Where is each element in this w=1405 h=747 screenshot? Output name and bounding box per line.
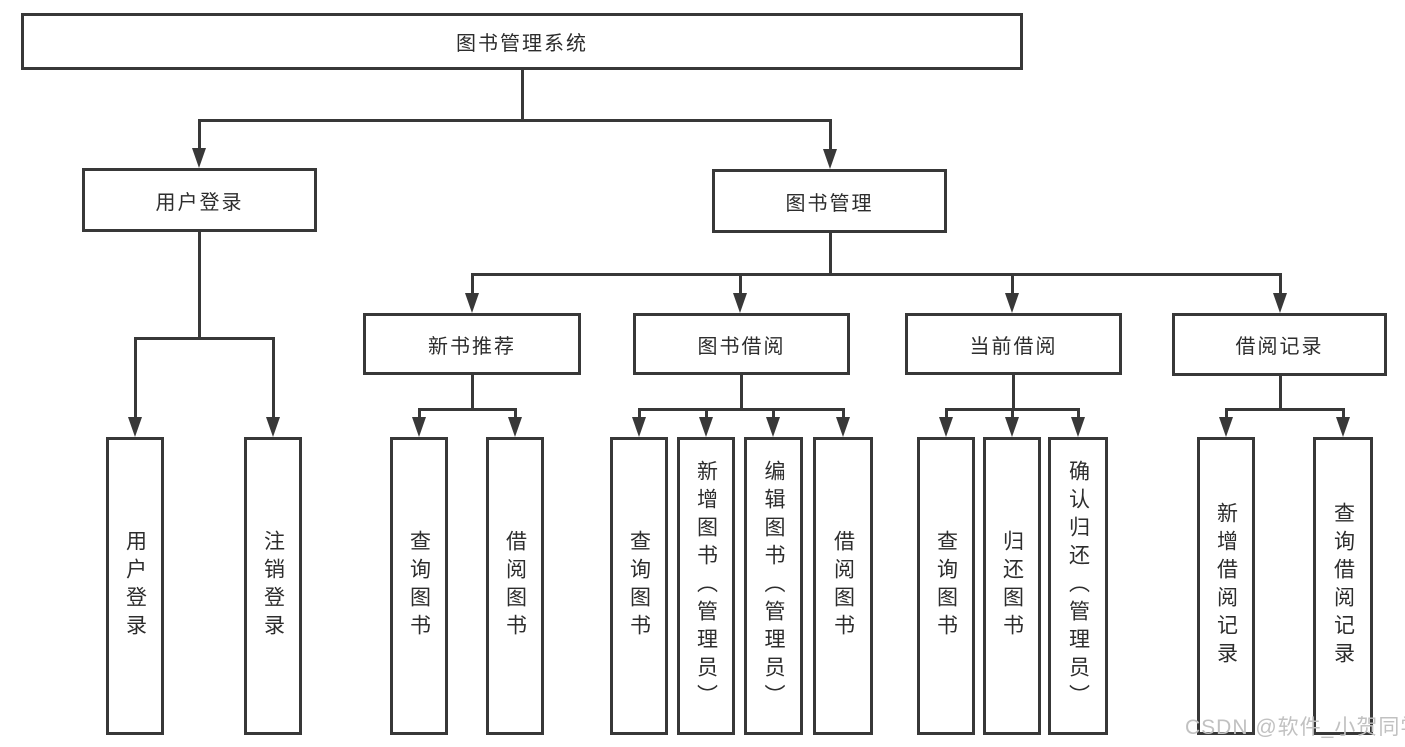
node-label: 当前借阅 — [969, 335, 1058, 358]
connector-line — [1279, 375, 1282, 408]
node-current-borrowing: 当前借阅 — [905, 313, 1122, 375]
arrow-down-icon — [1336, 417, 1350, 437]
leaf-confirm-return-admin: 确认归还（管理员） — [1048, 437, 1108, 735]
connector-line — [134, 337, 275, 340]
arrow-down-icon — [733, 293, 747, 313]
arrow-down-icon — [823, 149, 837, 169]
leaf-label: 查询图书 — [934, 530, 958, 642]
connector-line — [638, 408, 641, 418]
connector-line — [945, 408, 948, 418]
connector-line — [198, 232, 201, 337]
arrow-down-icon — [632, 417, 646, 437]
arrow-down-icon — [766, 417, 780, 437]
leaf-label: 注销登录 — [261, 530, 285, 642]
arrow-down-icon — [508, 417, 522, 437]
leaf-label: 用户登录 — [123, 530, 147, 642]
connector-line — [1011, 408, 1014, 418]
node-label: 图书借阅 — [697, 335, 786, 358]
connector-line — [418, 408, 517, 411]
arrow-down-icon — [836, 417, 850, 437]
connector-line — [842, 408, 845, 418]
connector-line — [1279, 273, 1282, 293]
leaf-label: 查询借阅记录 — [1331, 502, 1355, 670]
connector-line — [829, 119, 832, 150]
node-new-book-recommend: 新书推荐 — [363, 313, 581, 375]
leaf-borrow-books: 借阅图书 — [813, 437, 873, 735]
arrow-down-icon — [128, 417, 142, 437]
node-borrow-records: 借阅记录 — [1172, 313, 1387, 376]
node-book-borrowing: 图书借阅 — [633, 313, 850, 375]
node-user-login: 用户登录 — [82, 168, 317, 232]
leaf-label: 编辑图书（管理员） — [762, 460, 785, 712]
connector-line — [471, 273, 1282, 276]
leaf-query-borrow-record: 查询借阅记录 — [1313, 437, 1373, 735]
connector-line — [198, 119, 201, 150]
connector-line — [418, 408, 421, 418]
leaf-label: 借阅图书 — [831, 530, 855, 642]
connector-line — [1077, 408, 1080, 418]
connector-line — [1225, 408, 1345, 411]
connector-line — [638, 408, 845, 411]
connector-line — [739, 273, 742, 293]
connector-line — [740, 375, 743, 408]
node-label: 用户登录 — [155, 191, 244, 214]
arrow-down-icon — [939, 417, 953, 437]
leaf-query-books-recommend: 查询图书 — [390, 437, 448, 735]
arrow-down-icon — [1219, 417, 1233, 437]
connector-line — [198, 119, 832, 122]
arrow-down-icon — [699, 417, 713, 437]
leaf-user-login: 用户登录 — [106, 437, 164, 735]
watermark: CSDN @软件_小贺同学 — [1185, 716, 1405, 739]
node-label: 借阅记录 — [1235, 336, 1324, 358]
leaf-query-books-current: 查询图书 — [917, 437, 975, 735]
leaf-label: 查询图书 — [407, 530, 431, 642]
arrow-down-icon — [192, 148, 206, 168]
node-library-system: 图书管理系统 — [21, 13, 1023, 70]
arrow-down-icon — [1005, 293, 1019, 313]
arrow-down-icon — [266, 417, 280, 437]
leaf-label: 新增借阅记录 — [1214, 502, 1238, 670]
connector-line — [471, 273, 474, 293]
connector-line — [1342, 408, 1345, 418]
connector-line — [514, 408, 517, 418]
connector-line — [705, 408, 708, 418]
connector-line — [272, 337, 275, 417]
connector-line — [521, 69, 524, 119]
node-label: 新书推荐 — [428, 335, 516, 358]
leaf-query-books-borrowing: 查询图书 — [610, 437, 668, 735]
leaf-return-book: 归还图书 — [983, 437, 1041, 735]
arrow-down-icon — [1071, 417, 1085, 437]
arrow-down-icon — [465, 293, 479, 313]
leaf-add-borrow-record: 新增借阅记录 — [1197, 437, 1255, 735]
leaf-add-book-admin: 新增图书（管理员） — [677, 437, 735, 735]
node-label: 图书管理系统 — [456, 33, 588, 55]
connector-line — [772, 408, 775, 418]
connector-line — [1225, 408, 1228, 418]
leaf-label: 查询图书 — [627, 530, 651, 642]
leaf-label: 新增图书（管理员） — [694, 460, 718, 712]
arrow-down-icon — [412, 417, 426, 437]
arrow-down-icon — [1005, 417, 1019, 437]
leaf-label: 确认归还（管理员） — [1066, 460, 1090, 712]
connector-line — [134, 337, 137, 417]
node-book-management: 图书管理 — [712, 169, 947, 233]
node-label: 图书管理 — [785, 192, 874, 215]
leaf-logout: 注销登录 — [244, 437, 302, 735]
connector-line — [471, 375, 474, 408]
leaf-label: 借阅图书 — [503, 530, 527, 642]
connector-line — [829, 233, 832, 273]
connector-line — [1011, 273, 1014, 293]
leaf-borrow-books-recommend: 借阅图书 — [486, 437, 544, 735]
leaf-edit-book-admin: 编辑图书（管理员） — [744, 437, 803, 735]
arrow-down-icon — [1273, 293, 1287, 313]
connector-line — [1012, 375, 1015, 408]
leaf-label: 归还图书 — [1000, 530, 1024, 642]
